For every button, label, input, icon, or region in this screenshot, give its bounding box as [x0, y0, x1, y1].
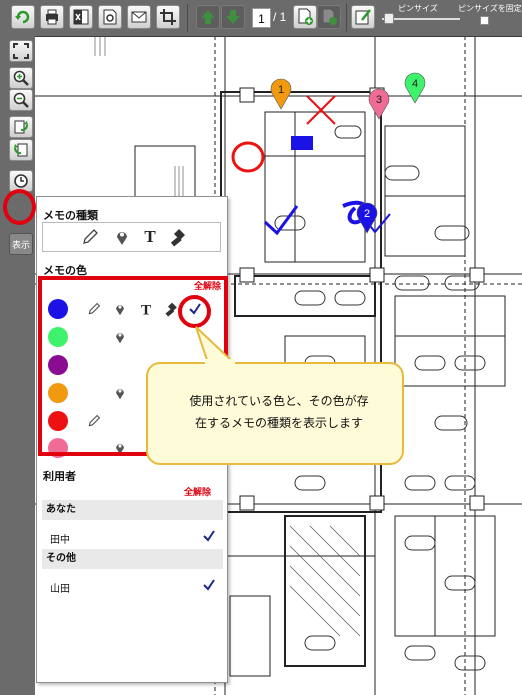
color-swatch-purple[interactable]	[48, 355, 68, 375]
add-page-button[interactable]	[293, 5, 317, 29]
pin-icon	[116, 444, 124, 455]
callout-pointer-joint	[205, 359, 235, 365]
zoom-out-icon	[13, 92, 29, 108]
memo-type-pin[interactable]	[113, 228, 131, 246]
arrow-up-icon	[201, 10, 215, 24]
arrow-down-icon	[226, 10, 240, 24]
color-clear-all-link[interactable]: 全解除	[193, 281, 221, 291]
add-page-icon	[298, 8, 313, 25]
pin-marker-1[interactable]: 1	[269, 78, 293, 110]
print-button[interactable]	[40, 5, 64, 29]
crop-icon	[160, 9, 176, 25]
document-settings-icon	[103, 9, 117, 25]
pencil-icon	[88, 414, 101, 427]
pin-icon	[116, 389, 124, 400]
highlight-circle-display-button	[3, 189, 36, 225]
memo-color-heading: メモの色	[43, 265, 87, 277]
toolbar-divider	[346, 4, 347, 32]
pin-marker-2[interactable]: 2	[355, 202, 379, 234]
pin-size-fixed-label: ピンサイズを固定	[458, 4, 522, 13]
remove-page-button[interactable]	[317, 5, 341, 29]
pencil-icon	[88, 302, 101, 315]
user-group-others: その他	[42, 549, 223, 569]
expand-icon	[13, 43, 29, 59]
checkmark-icon[interactable]	[202, 578, 216, 592]
user-group-you: あなた	[42, 500, 223, 520]
refresh-button[interactable]	[11, 5, 35, 29]
callout-text-line-2: 在するメモの種類を表示します	[194, 416, 363, 430]
memo-type-pencil[interactable]	[81, 228, 99, 246]
rotate-right-icon	[14, 120, 28, 134]
memo-type-box: T	[42, 222, 221, 252]
page-up-button[interactable]	[196, 5, 220, 29]
user-name-yamada[interactable]: 山田	[50, 584, 70, 595]
remove-page-icon	[322, 8, 337, 25]
tutorial-callout: 使用されている色と、その色が存 在するメモの種類を表示します	[146, 362, 404, 465]
toolbar-divider	[187, 4, 188, 32]
memo-type-text[interactable]: T	[141, 226, 159, 246]
callout-text-line-1: 使用されている色と、その色が存	[189, 394, 369, 408]
text-icon: T	[141, 302, 151, 318]
pin-icon	[116, 305, 124, 316]
excel-export-button[interactable]	[69, 5, 93, 29]
color-swatch-green[interactable]	[48, 327, 68, 347]
page-total: / 1	[273, 10, 287, 24]
svg-text:T: T	[141, 302, 151, 318]
zoom-out-button[interactable]	[9, 89, 33, 111]
color-swatch-blue[interactable]	[48, 299, 68, 319]
svg-text:T: T	[144, 227, 156, 246]
pin-icon	[116, 333, 124, 344]
pin-size-slider-track[interactable]	[382, 18, 460, 20]
zoom-in-button[interactable]	[9, 67, 33, 89]
users-heading: 利用者	[43, 471, 76, 483]
page-down-button[interactable]	[221, 5, 245, 29]
zoom-in-icon	[13, 70, 29, 86]
mail-icon	[131, 11, 147, 23]
edit-memo-icon	[355, 9, 371, 25]
checkmark-icon[interactable]	[202, 529, 216, 543]
highlight-circle-checkmark	[178, 295, 211, 328]
memo-type-stamp[interactable]	[169, 227, 189, 247]
fit-screen-button[interactable]	[9, 40, 33, 62]
pin-marker-3[interactable]: 3	[367, 88, 391, 120]
rotate-left-icon	[14, 143, 28, 157]
crop-button[interactable]	[156, 5, 180, 29]
stamp-icon	[165, 302, 177, 317]
svg-text:2: 2	[364, 208, 370, 220]
users-clear-all-link[interactable]: 全解除	[183, 487, 211, 497]
page-number-input[interactable]: 1	[252, 8, 271, 28]
svg-text:4: 4	[412, 78, 418, 90]
print-icon	[46, 9, 58, 25]
mail-button[interactable]	[127, 5, 151, 29]
excel-icon	[73, 9, 89, 25]
pin-marker-4[interactable]: 4	[403, 72, 427, 104]
pin-icon	[117, 232, 127, 245]
pin-size-label: ピンサイズ	[398, 4, 438, 13]
svg-text:1: 1	[278, 84, 284, 96]
users-list: 全解除 あなた 田中 その他 山田	[42, 481, 223, 616]
clock-icon	[14, 174, 28, 188]
rotate-right-button[interactable]	[9, 116, 33, 138]
stamp-icon	[170, 229, 185, 247]
callout-text: 使用されている色と、その色が存 在するメモの種類を表示します	[166, 390, 392, 434]
top-toolbar: 1 / 1 ピンサイズ ピンサイズを固定	[0, 0, 522, 37]
pin-size-slider-handle[interactable]	[384, 13, 394, 24]
rotate-left-button[interactable]	[9, 139, 33, 161]
display-filter-button[interactable]: 表示	[9, 233, 33, 255]
settings-document-button[interactable]	[98, 5, 122, 29]
color-swatch-orange[interactable]	[48, 383, 68, 403]
color-swatch-red[interactable]	[48, 411, 68, 431]
left-toolbar: 表示	[0, 36, 35, 695]
refresh-icon	[15, 10, 30, 24]
memo-type-heading: メモの種類	[43, 210, 98, 222]
user-name-tanaka[interactable]: 田中	[50, 535, 70, 546]
svg-text:3: 3	[376, 94, 382, 106]
edit-memo-button[interactable]	[351, 5, 375, 29]
pencil-icon	[83, 229, 98, 244]
text-icon: T	[144, 227, 156, 246]
pin-size-fixed-checkbox[interactable]	[480, 16, 489, 25]
